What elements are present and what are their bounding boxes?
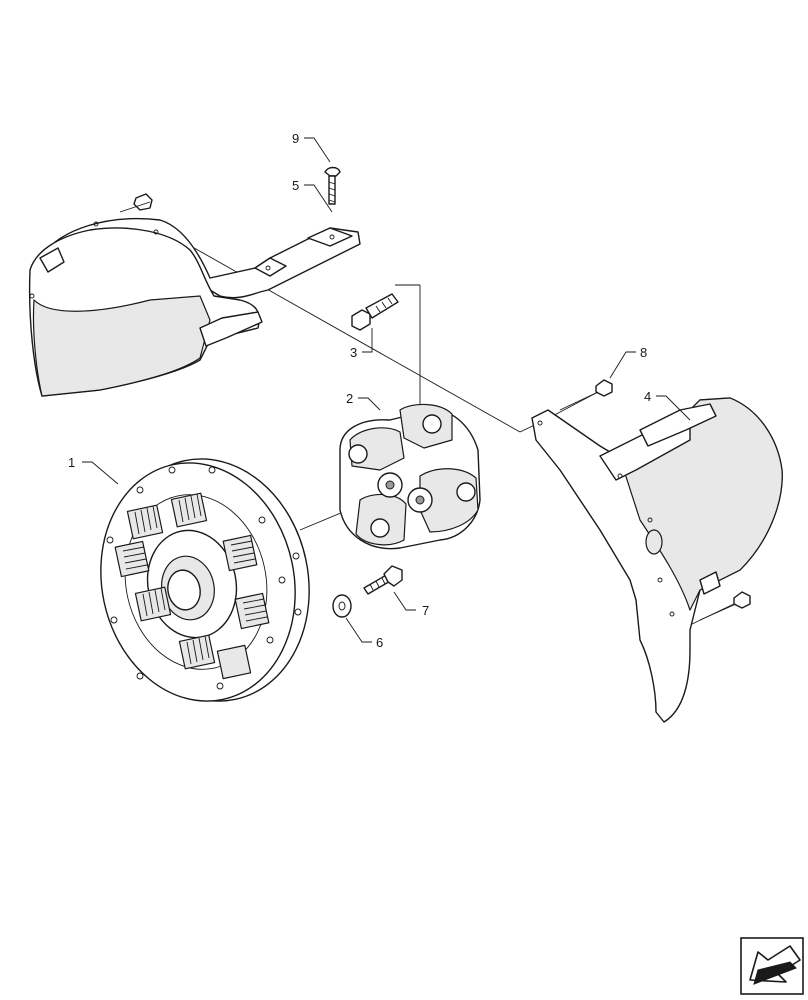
callout-4: 4	[644, 389, 651, 404]
leader-lines	[82, 137, 691, 643]
damper-springs	[114, 492, 270, 680]
bolt-top-left	[119, 193, 153, 213]
upper-shield-cover	[28, 217, 361, 397]
callout-3: 3	[350, 345, 357, 360]
callout-5: 5	[292, 178, 299, 193]
bolt-part-3	[351, 293, 399, 331]
washer-part-6	[332, 594, 352, 618]
bolt-part-7	[363, 565, 403, 595]
housing-shield-right	[531, 397, 783, 723]
flexible-coupling	[339, 403, 481, 550]
callout-1: 1	[68, 455, 75, 470]
bolt-part-8	[559, 379, 613, 411]
page-arrow-icon[interactable]	[740, 937, 804, 995]
callout-9: 9	[292, 131, 299, 146]
callout-6: 6	[376, 635, 383, 650]
damper-disc	[100, 458, 310, 702]
callout-8: 8	[640, 345, 647, 360]
screw-part-9	[324, 166, 341, 205]
callout-7: 7	[422, 603, 429, 618]
callout-labels: 1 2 3 4 5 6 7 8 9	[68, 131, 651, 650]
bolt-lower-right	[699, 591, 751, 621]
callout-2: 2	[346, 391, 353, 406]
